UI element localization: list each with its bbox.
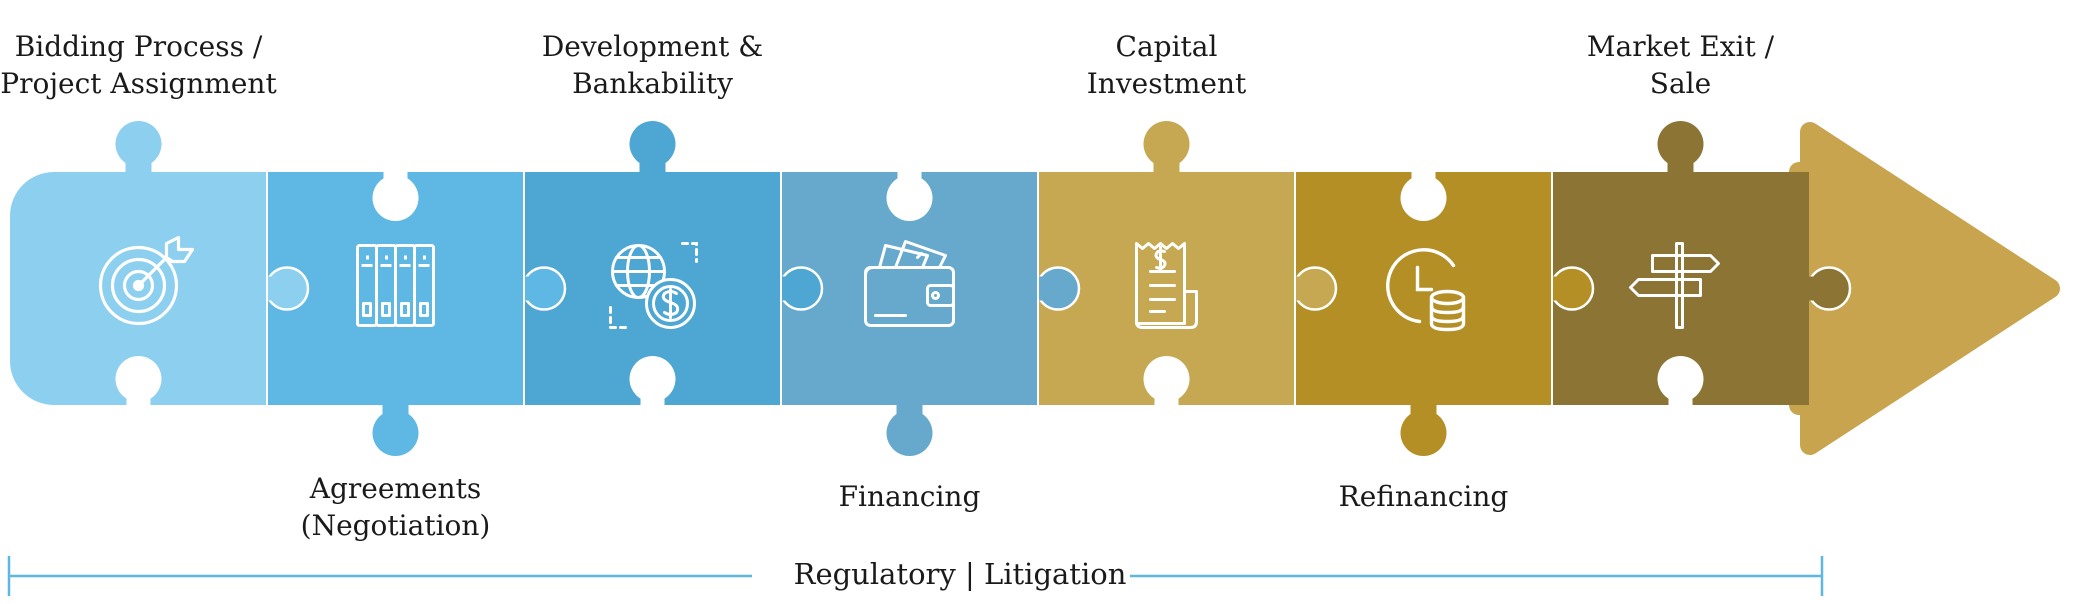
tab-notch (372, 175, 419, 221)
stage-label-line: Bankability (572, 67, 733, 100)
tab-knob (886, 410, 933, 456)
stage-label-bidding: Bidding Process / Project Assignment (0, 28, 309, 102)
stage-label-line: Sale (1649, 67, 1712, 100)
stage-label-refinancing: Refinancing (1254, 478, 1594, 515)
stage-label-agreements: Agreements (Negotiation) (226, 470, 566, 544)
stage-label-line: Bidding Process / (14, 30, 263, 63)
tab-notch (1400, 175, 1447, 221)
tab-knob (1657, 121, 1704, 167)
tab-notch (1657, 356, 1704, 402)
tab-notch (629, 356, 676, 402)
footer-bracket (7, 556, 1824, 596)
tab-knob (629, 121, 676, 167)
stage-label-line: Refinancing (1338, 480, 1509, 513)
stage-label-line: (Negotiation) (300, 509, 491, 542)
stage-label-exit: Market Exit / Sale (1511, 28, 1851, 102)
tab-knob (372, 410, 419, 456)
stage-label-line: Financing (838, 480, 981, 513)
tab-knob (115, 121, 162, 167)
tab-notch (115, 356, 162, 402)
stage-tabs (98, 121, 1852, 456)
tab-knob (1400, 410, 1447, 456)
tab-notch (886, 175, 933, 221)
stage-label-line: Project Assignment (0, 67, 277, 100)
tab-notch (1143, 356, 1190, 402)
stage-label-financing: Financing (740, 478, 1080, 515)
stage-label-line: Investment (1086, 67, 1247, 100)
stage-label-line: Capital (1115, 30, 1218, 63)
stage-label-line: Agreements (309, 472, 482, 505)
tab-knob (1143, 121, 1190, 167)
stage-label-line: Development & (541, 30, 764, 63)
stage-label-line: Market Exit / (1586, 30, 1775, 63)
footer-label: Regulatory | Litigation (793, 557, 1127, 591)
stage-label-development: Development & Bankability (483, 28, 823, 102)
